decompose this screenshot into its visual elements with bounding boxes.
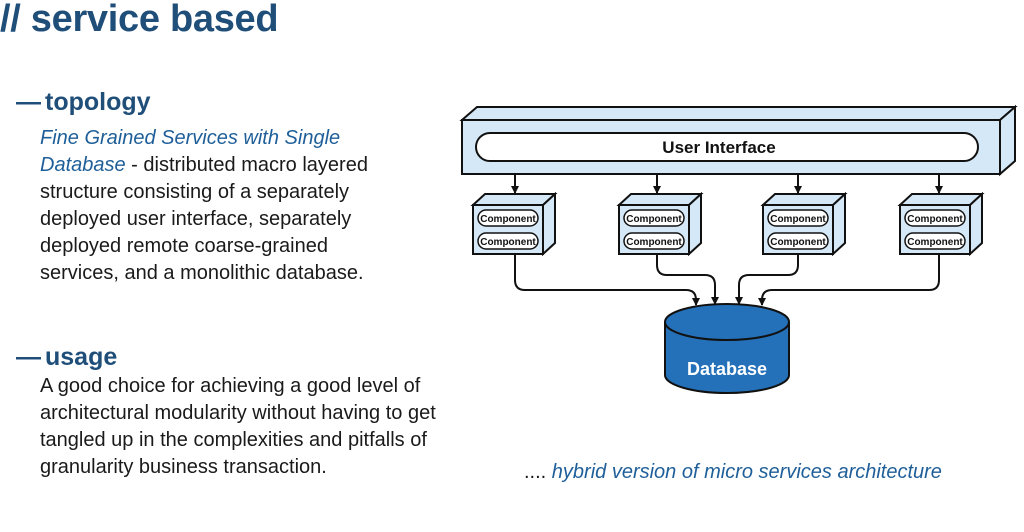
dash-bullet: —: [16, 88, 41, 116]
database-cylinder: Database: [664, 303, 790, 394]
usage-heading: —usage: [16, 343, 117, 372]
component-label: Component: [907, 214, 963, 225]
component-label: Component: [626, 214, 682, 225]
user-interface-label: User Interface: [662, 138, 775, 157]
topology-text: - distributed macro layered structure co…: [40, 154, 368, 284]
usage-description: A good choice for achieving a good level…: [40, 375, 436, 478]
database-label: Database: [687, 359, 767, 379]
usage-heading-text: usage: [45, 343, 118, 371]
component-label: Component: [626, 237, 682, 248]
service-box: Component Component: [897, 191, 985, 257]
service-box: Component Component: [616, 191, 704, 257]
user-interface-box: User Interface: [459, 104, 1018, 177]
service-to-database-arrows: [514, 254, 940, 306]
component-label: Component: [770, 237, 826, 248]
topology-heading: —topology: [16, 88, 151, 117]
component-label: Component: [480, 237, 536, 248]
ui-to-service-arrows: [511, 174, 943, 194]
topology-heading-text: topology: [45, 88, 151, 116]
caption-prefix: ....: [524, 461, 547, 483]
service-box: Component Component: [760, 191, 848, 257]
topology-description: Fine Grained Services with Single Databa…: [40, 125, 400, 287]
service-box: Component Component: [470, 191, 558, 257]
component-label: Component: [480, 214, 536, 225]
page-title: // service based: [0, 0, 279, 40]
topology-emphasis: Fine Grained Services with Single Databa…: [40, 127, 341, 176]
dash-bullet: —: [16, 343, 41, 371]
component-label: Component: [770, 214, 826, 225]
component-label: Component: [907, 237, 963, 248]
caption-emphasis: hybrid version of micro services archite…: [551, 461, 942, 483]
diagram-caption: .... hybrid version of micro services ar…: [524, 461, 942, 484]
